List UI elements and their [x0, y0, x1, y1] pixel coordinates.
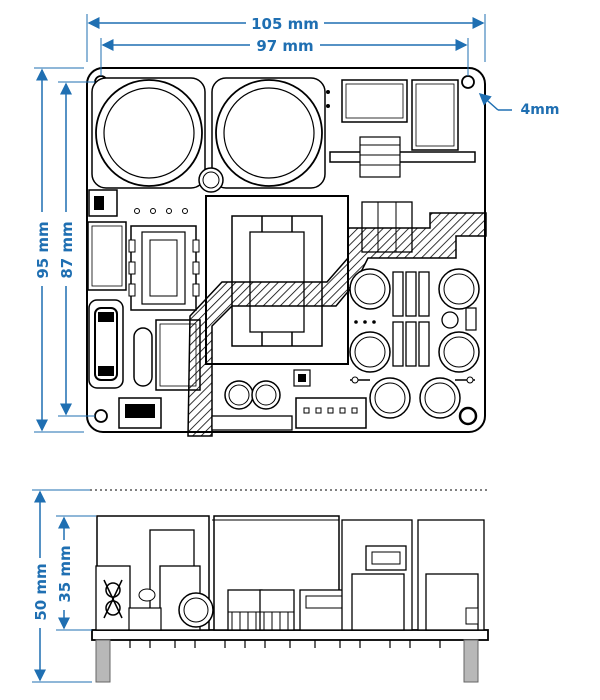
- choke-left: [88, 299, 124, 389]
- heatsink-bar: [329, 151, 476, 163]
- relay-right: [411, 79, 459, 151]
- mounting-hole-bottom-left: [94, 409, 108, 423]
- standoff-left: [95, 639, 111, 683]
- cable-ribbon: [187, 212, 487, 437]
- dim-label-4mm: 4mm: [521, 102, 560, 118]
- side-dimensions: 50 mm 35 mm: [31, 489, 96, 683]
- relay-left: [341, 79, 408, 123]
- left-module: [87, 221, 127, 291]
- bottom-connector-left: [211, 415, 293, 431]
- mounting-hole-bottom-right: [458, 406, 478, 426]
- pcb-side: [91, 629, 489, 641]
- big-capacitor-left: [91, 77, 206, 189]
- dim-label-105: 105 mm: [251, 15, 319, 33]
- big-capacitor-right: [211, 77, 326, 189]
- side-view: [90, 489, 489, 683]
- small-transformer: [130, 225, 197, 311]
- fuse: [133, 327, 153, 387]
- standoff-right: [463, 639, 479, 683]
- mounting-hole-top-right: [461, 75, 475, 89]
- dim-label-35: 35 mm: [56, 545, 74, 602]
- dim-label-50: 50 mm: [32, 563, 50, 620]
- top-view: [86, 67, 487, 437]
- dim-label-95: 95 mm: [34, 221, 52, 278]
- dim-label-87: 87 mm: [58, 221, 76, 278]
- top-dimensions: 105 mm 97 mm 95 mm 87 mm 4mm: [33, 14, 560, 433]
- dim-label-97: 97 mm: [256, 37, 313, 55]
- output-coils: [392, 271, 430, 367]
